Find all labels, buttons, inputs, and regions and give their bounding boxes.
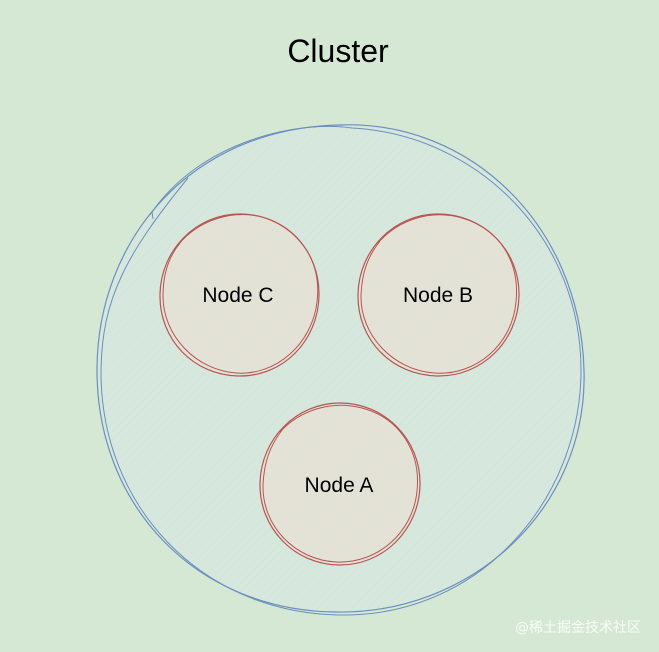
node-a-label: Node A [305,474,374,497]
diagram-title: Cluster [287,33,389,69]
node-a-circle [259,402,421,566]
node-c-label: Node C [202,284,273,307]
watermark: @稀土掘金技术社区 [515,620,641,636]
node-b-circle [357,213,520,377]
node-c-circle [159,213,320,377]
node-b-label: Node B [403,284,473,307]
